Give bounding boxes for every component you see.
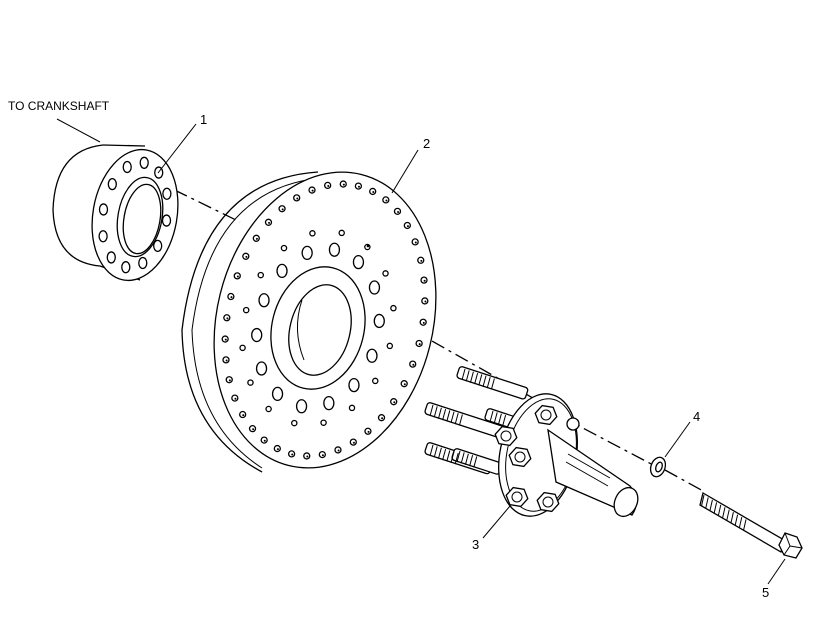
part-2-damper [181, 171, 437, 473]
callout-5: 5 [762, 558, 786, 600]
centerline-3 [559, 415, 656, 467]
centerline-4 [664, 469, 706, 493]
part-1-adapter [52, 144, 179, 282]
crankshaft-label: TO CRANKSHAFT [8, 99, 110, 113]
svg-text:2: 2 [423, 136, 430, 151]
part-5-bolt [699, 492, 803, 559]
callout-2: 2 [391, 136, 430, 194]
svg-text:5: 5 [762, 585, 769, 600]
callout-1: 1 [157, 112, 207, 174]
svg-text:1: 1 [200, 112, 207, 127]
svg-text:3: 3 [472, 537, 479, 552]
part-3-drive-hub [424, 366, 639, 518]
crankshaft-leader [56, 118, 101, 143]
part-4-washer [649, 456, 667, 478]
callout-3: 3 [472, 505, 511, 552]
callout-4: 4 [664, 409, 700, 458]
svg-text:4: 4 [693, 409, 700, 424]
